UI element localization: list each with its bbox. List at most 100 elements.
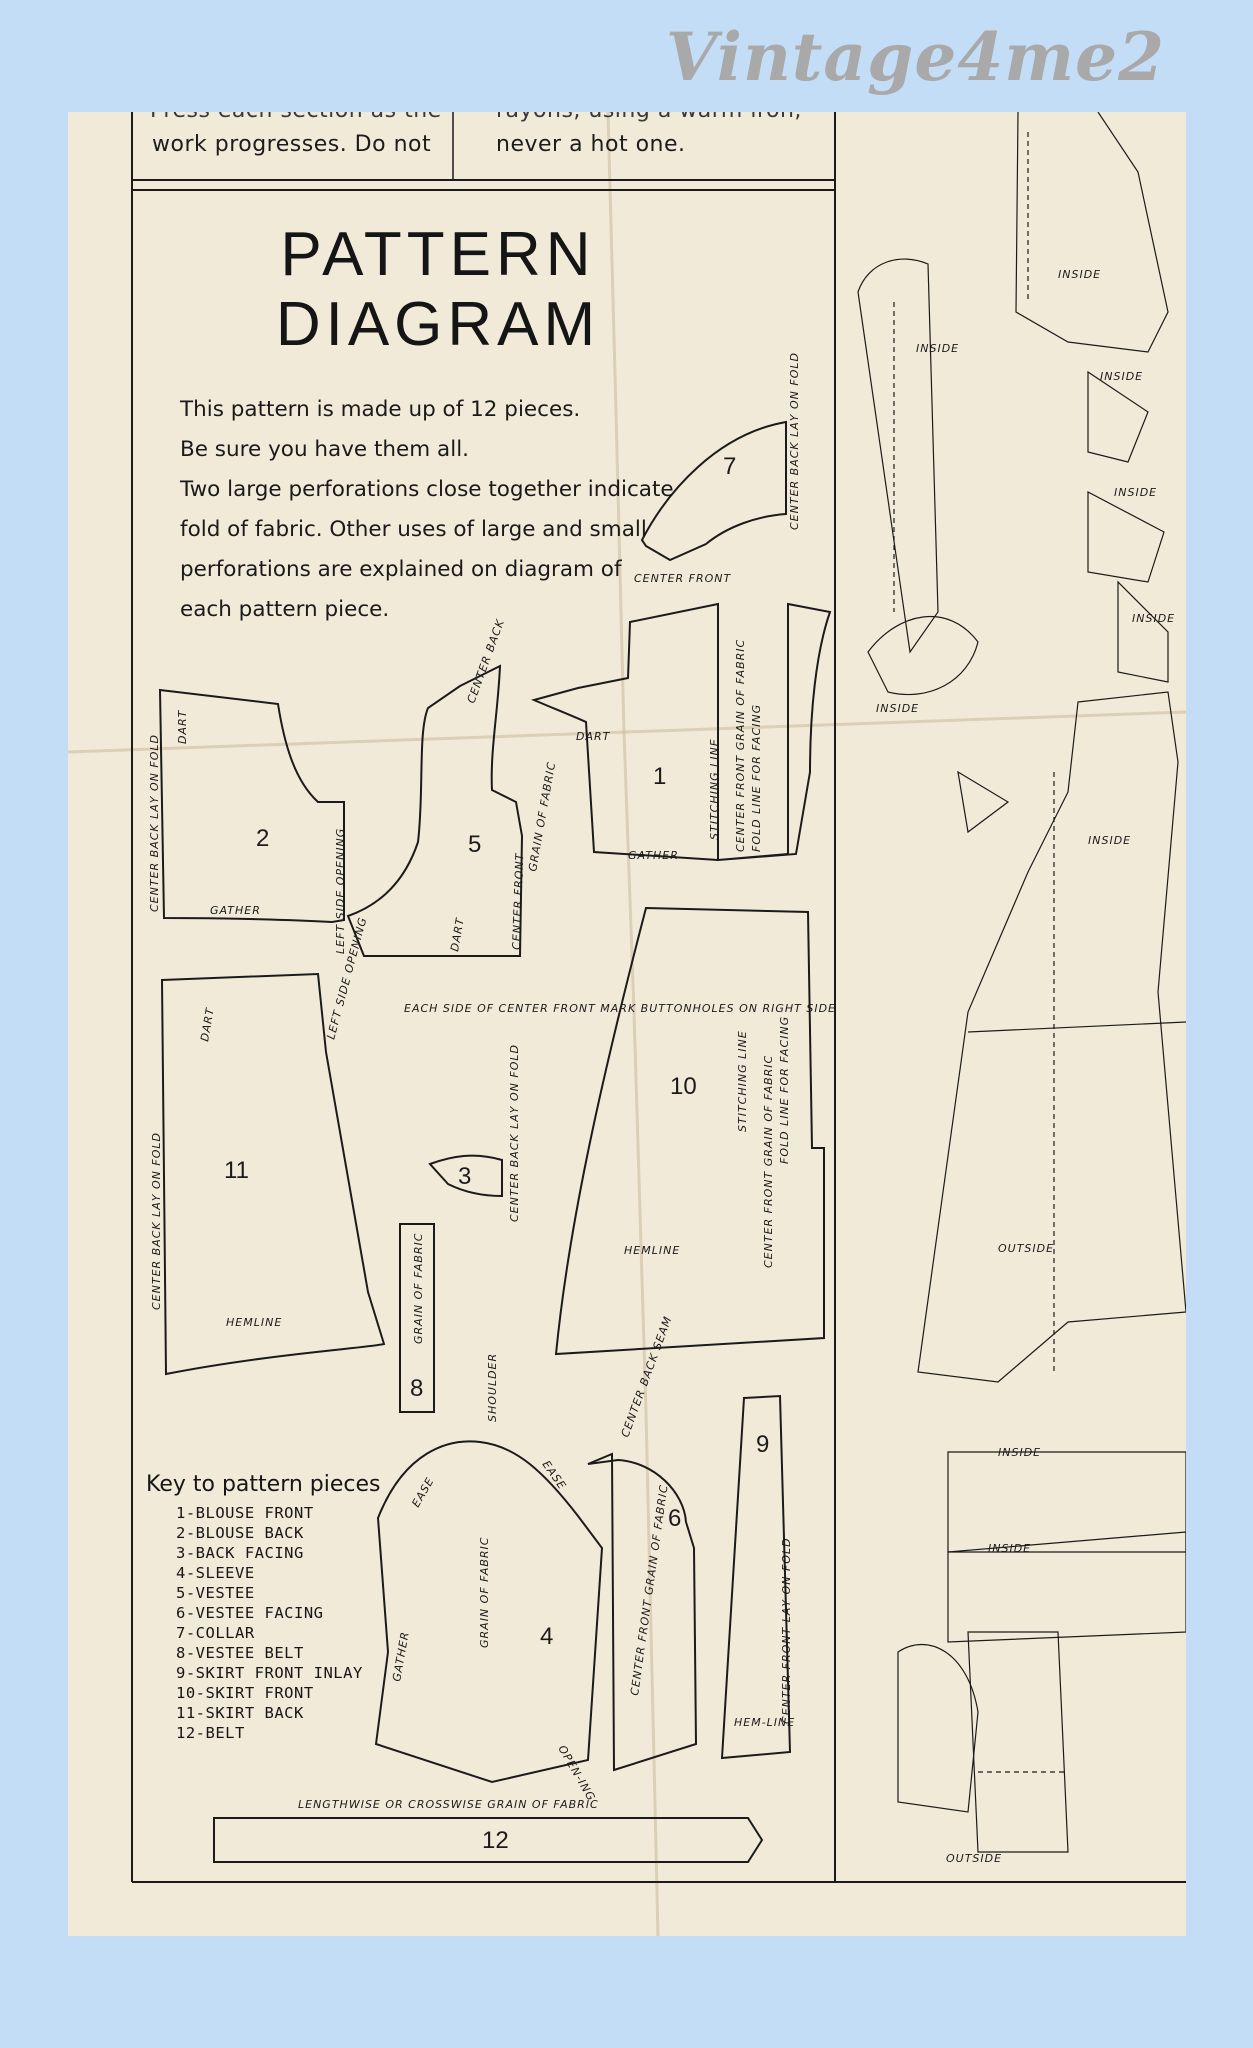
pattern-key-item: 12-BELT	[176, 1724, 245, 1742]
piece-1-gather-label: GATHER	[628, 849, 679, 862]
piece-10-stitching-label: STITCHING LINE	[736, 1030, 749, 1132]
pattern-piece-4: 4 SHOULDER EASE EASE GRAIN OF FABRIC GAT…	[374, 1353, 604, 1804]
pattern-piece-3: 3 CENTER BACK LAY ON FOLD	[428, 1044, 521, 1222]
piece-11-hem-label: HEMLINE	[226, 1316, 282, 1329]
cuff-illustration	[1087, 491, 1165, 583]
piece-1-fold-label: FOLD LINE FOR FACING	[750, 704, 763, 852]
pattern-drawing: 7 CENTER BACK LAY ON FOLD CENTER FRONT 1…	[68, 112, 1186, 1936]
cuff-illustration	[1117, 580, 1169, 683]
pattern-piece-9: 9 CENTER FRONT LAY ON FOLD HEM-LINE	[720, 1394, 795, 1760]
inside-label: INSIDE	[1114, 486, 1157, 499]
piece-5-note: EACH SIDE OF CENTER FRONT MARK BUTTONHOL…	[404, 1002, 836, 1015]
page-title: PATTERN DIAGRAM	[275, 220, 601, 359]
outside-label: OUTSIDE	[946, 1852, 1002, 1865]
pattern-key-list: 1-BLOUSE FRONT 2-BLOUSE BACK 3-BACK FACI…	[146, 1503, 381, 1743]
piece-4-shoulder-label: SHOULDER	[486, 1353, 499, 1422]
piece-4-gather-label: GATHER	[390, 1630, 412, 1682]
hem-illustration	[947, 1531, 1186, 1643]
pattern-key-item: 6-VESTEE FACING	[176, 1604, 324, 1622]
piece-7-back-label: CENTER BACK LAY ON FOLD	[788, 352, 801, 530]
piece-5-number: 5	[468, 831, 481, 858]
watermark: Vintage4me2	[665, 18, 1165, 96]
piece-12-number: 12	[482, 1827, 509, 1854]
vestee-point-illustration	[957, 770, 1010, 834]
pattern-key-item: 11-SKIRT BACK	[176, 1704, 304, 1722]
construction-illustrations: INSIDE INSIDE INSIDE INSIDE INSIDE INSID…	[857, 112, 1186, 1865]
pattern-key-item: 2-BLOUSE BACK	[176, 1524, 304, 1542]
top-text-right-1: rayons, using a warm iron,	[496, 112, 802, 123]
inside-label: INSIDE	[876, 702, 919, 715]
inside-label: INSIDE	[916, 342, 959, 355]
pattern-key-item: 10-SKIRT FRONT	[176, 1684, 314, 1702]
piece-2-number: 2	[256, 825, 269, 852]
inside-label: INSIDE	[1132, 612, 1175, 625]
piece-4-number: 4	[540, 1623, 553, 1650]
piece-5-center-front-label: CENTER FRONT	[510, 852, 526, 950]
top-text-left-2: work progresses. Do not	[152, 132, 432, 157]
piece-1-number: 1	[653, 763, 666, 790]
piece-10-fold-label: FOLD LINE FOR FACING	[778, 1016, 791, 1164]
piece-2-gather-label: GATHER	[210, 904, 261, 917]
inside-label: INSIDE	[1100, 370, 1143, 383]
intro-line: Two large perforations close together in…	[180, 477, 674, 622]
inside-label: INSIDE	[998, 1446, 1041, 1459]
intro-line: This pattern is made up of 12 pieces.	[180, 397, 581, 422]
pattern-piece-6: 6 CENTER BACK SEAM CENTER FRONT GRAIN OF…	[587, 1314, 698, 1772]
pattern-piece-7: 7 CENTER BACK LAY ON FOLD CENTER FRONT	[634, 352, 801, 585]
piece-9-hem-label: HEM-LINE	[734, 1716, 795, 1729]
pattern-key-heading: Key to pattern pieces	[146, 1472, 381, 1497]
top-text-right-2: never a hot one.	[496, 132, 686, 157]
paper-crease	[606, 112, 660, 1936]
blouse-illustration	[1015, 112, 1169, 353]
piece-9-number: 9	[756, 1431, 769, 1458]
pattern-piece-1: 1 STITCHING LINE CENTER FRONT GRAIN OF F…	[531, 602, 832, 862]
piece-12-grain-label: LENGTHWISE OR CROSSWISE GRAIN OF FABRIC	[298, 1798, 599, 1811]
piece-4-grain-label: GRAIN OF FABRIC	[478, 1537, 491, 1648]
pattern-key-item: 4-SLEEVE	[176, 1564, 255, 1582]
piece-5-center-back-label: CENTER BACK	[465, 617, 508, 705]
piece-4-opening-label: OPEN-ING	[555, 1743, 597, 1804]
piece-1-stitching-label: STITCHING LINE	[708, 738, 721, 840]
piece-5-dart-label: DART	[448, 916, 467, 952]
pattern-key-item: 5-VESTEE	[176, 1584, 255, 1602]
piece-2-dart-label: DART	[176, 709, 189, 744]
piece-11-center-label: CENTER BACK LAY ON FOLD	[150, 1132, 163, 1310]
sleeve-illustration	[857, 258, 939, 654]
pattern-sheet: 7 CENTER BACK LAY ON FOLD CENTER FRONT 1…	[68, 112, 1186, 1936]
inside-label: INSIDE	[1088, 834, 1131, 847]
piece-3-number: 3	[458, 1163, 471, 1190]
paper-crease	[68, 710, 1186, 754]
piece-11-dart-label: DART	[198, 1006, 217, 1042]
gathered-yoke-illustration	[867, 616, 979, 696]
piece-1-dart-label: DART	[576, 730, 611, 743]
piece-8-grain-label: GRAIN OF FABRIC	[412, 1233, 425, 1344]
top-text-left-1: Press each section as the	[150, 112, 442, 123]
dress-illustration	[917, 691, 1186, 1383]
piece-1-grain-label: CENTER FRONT GRAIN OF FABRIC	[734, 639, 747, 852]
hand-illustration	[897, 1643, 979, 1813]
pattern-piece-11: 11 DART CENTER BACK LAY ON FOLD LEFT SID…	[150, 915, 386, 1376]
pattern-piece-10: 10 STITCHING LINE CENTER FRONT GRAIN OF …	[554, 906, 825, 1356]
piece-10-grain-label: CENTER FRONT GRAIN OF FABRIC	[762, 1055, 775, 1268]
piece-2-center-label: CENTER BACK LAY ON FOLD	[148, 734, 161, 912]
pattern-piece-8: 8 GRAIN OF FABRIC	[399, 1223, 435, 1413]
piece-8-number: 8	[410, 1375, 423, 1402]
pattern-key-item: 8-VESTEE BELT	[176, 1644, 304, 1662]
pattern-key-item: 3-BACK FACING	[176, 1544, 304, 1562]
inside-label: INSIDE	[1058, 268, 1101, 281]
piece-7-front-label: CENTER FRONT	[634, 572, 732, 585]
piece-2-opening-label: LEFT SIDE OPENING	[334, 828, 347, 954]
hem-illustration	[947, 1451, 1186, 1553]
piece-10-hem-label: HEMLINE	[624, 1244, 680, 1257]
piece-7-number: 7	[723, 453, 736, 480]
inside-label: INSIDE	[988, 1542, 1031, 1555]
pattern-piece-12: 12 LENGTHWISE OR CROSSWISE GRAIN OF FABR…	[213, 1798, 764, 1863]
pattern-key-item: 1-BLOUSE FRONT	[176, 1504, 314, 1522]
piece-5-grain-label: GRAIN OF FABRIC	[526, 760, 558, 872]
frame	[131, 112, 1186, 1883]
pattern-piece-2: 2 DART CENTER BACK LAY ON FOLD GATHER LE…	[148, 688, 347, 954]
pattern-key: Key to pattern pieces 1-BLOUSE FRONT 2-B…	[146, 1472, 381, 1743]
piece-4-ease-left-label: EASE	[409, 1475, 436, 1510]
pattern-key-item: 9-SKIRT FRONT INLAY	[176, 1664, 363, 1682]
pattern-key-item: 7-COLLAR	[176, 1624, 255, 1642]
